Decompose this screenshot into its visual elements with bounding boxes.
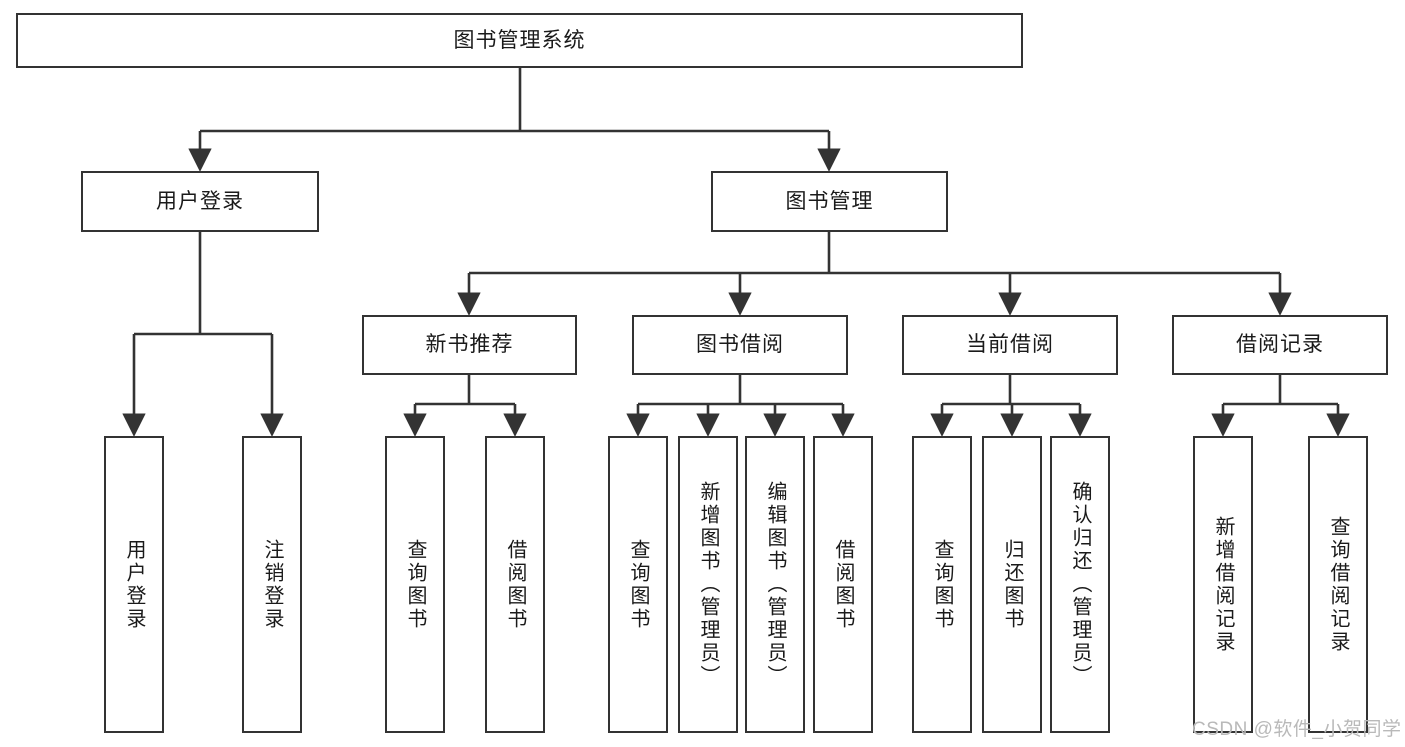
- leaf-borrow-book-recommend[interactable]: 借阅图书: [485, 436, 545, 733]
- connector-group-current-borrow: [930, 375, 1092, 437]
- leaf-user-login[interactable]: 用户登录: [104, 436, 164, 733]
- leaf-logout[interactable]: 注销登录: [242, 436, 302, 733]
- node-root[interactable]: 图书管理系统: [16, 13, 1023, 68]
- leaf-edit-book-admin[interactable]: 编辑图书（管理员）: [745, 436, 805, 733]
- leaf-borrow-book[interactable]: 借阅图书: [813, 436, 873, 733]
- connector-group-borrow: [626, 375, 855, 437]
- leaf-user-login-label: 用户登录: [123, 538, 145, 631]
- node-book-management[interactable]: 图书管理: [711, 171, 948, 232]
- node-root-label: 图书管理系统: [453, 28, 586, 52]
- node-book-borrow[interactable]: 图书借阅: [632, 315, 848, 375]
- connector-group-root: [188, 68, 841, 172]
- leaf-borrow-book-label: 借阅图书: [832, 538, 854, 631]
- node-book-borrow-label: 图书借阅: [696, 333, 784, 357]
- node-new-book-recommend[interactable]: 新书推荐: [362, 315, 577, 375]
- connector-group-borrow-record: [1211, 375, 1350, 437]
- connector-group-new-book: [403, 375, 527, 437]
- node-book-management-label: 图书管理: [785, 189, 874, 213]
- node-new-book-recommend-label: 新书推荐: [425, 333, 514, 357]
- leaf-query-book-borrow-label: 查询图书: [627, 538, 649, 631]
- leaf-query-book-recommend-label: 查询图书: [404, 538, 426, 631]
- node-current-borrow-label: 当前借阅: [966, 333, 1054, 357]
- leaf-add-book-admin[interactable]: 新增图书（管理员）: [678, 436, 738, 733]
- leaf-borrow-book-recommend-label: 借阅图书: [504, 538, 526, 631]
- leaf-query-borrow-record[interactable]: 查询借阅记录: [1308, 436, 1368, 733]
- node-current-borrow[interactable]: 当前借阅: [902, 315, 1118, 375]
- leaf-logout-label: 注销登录: [261, 538, 283, 631]
- leaf-edit-book-admin-label: 编辑图书（管理员）: [764, 481, 786, 688]
- leaf-confirm-return-admin[interactable]: 确认归还（管理员）: [1050, 436, 1110, 733]
- leaf-query-book-borrow[interactable]: 查询图书: [608, 436, 668, 733]
- leaf-add-borrow-record[interactable]: 新增借阅记录: [1193, 436, 1253, 733]
- leaf-query-book-recommend[interactable]: 查询图书: [385, 436, 445, 733]
- leaf-add-borrow-record-label: 新增借阅记录: [1212, 515, 1234, 654]
- node-borrow-record-label: 借阅记录: [1236, 333, 1324, 357]
- leaf-return-book[interactable]: 归还图书: [982, 436, 1042, 733]
- node-borrow-record[interactable]: 借阅记录: [1172, 315, 1388, 375]
- node-user-login-label: 用户登录: [156, 189, 244, 213]
- node-user-login[interactable]: 用户登录: [81, 171, 319, 232]
- leaf-query-book-current[interactable]: 查询图书: [912, 436, 972, 733]
- leaf-add-book-admin-label: 新增图书（管理员）: [697, 481, 719, 688]
- leaf-confirm-return-admin-label: 确认归还（管理员）: [1069, 481, 1091, 688]
- leaf-return-book-label: 归还图书: [1001, 538, 1023, 631]
- leaf-query-borrow-record-label: 查询借阅记录: [1327, 515, 1349, 654]
- connector-group-user-login: [122, 232, 284, 437]
- connector-group-book-manage: [457, 232, 1292, 316]
- watermark: CSDN @软件_小贺同学: [1192, 719, 1402, 740]
- leaf-query-book-current-label: 查询图书: [931, 538, 953, 631]
